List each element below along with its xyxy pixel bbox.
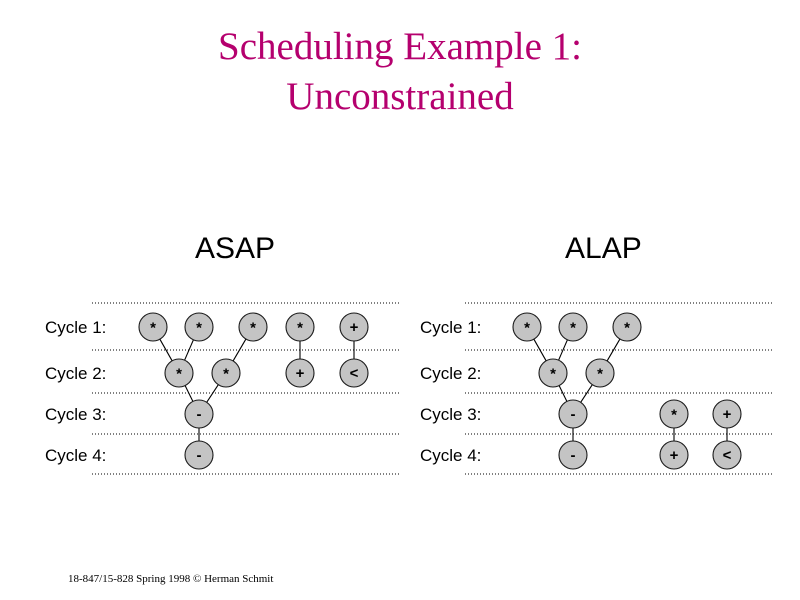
dependency-edge (533, 338, 547, 362)
operation-node-mul[interactable]: * (238, 312, 268, 342)
cycle-label-alap-1: Cycle 1: (420, 318, 482, 337)
operation-node-mul[interactable]: * (659, 399, 689, 429)
node-circle (339, 312, 369, 342)
node-circle (558, 440, 588, 470)
operation-node-mul[interactable]: * (211, 358, 241, 388)
node-circle (712, 440, 742, 470)
operation-node-sub[interactable]: - (558, 440, 588, 470)
node-operator-label: - (571, 447, 576, 464)
node-circle (138, 312, 168, 342)
node-circle (558, 399, 588, 429)
dependency-edge (184, 385, 194, 402)
node-operator-label: * (550, 366, 556, 383)
node-circle (184, 440, 214, 470)
node-circle (184, 312, 214, 342)
node-operator-label: * (624, 320, 630, 337)
dependency-edge (232, 338, 247, 362)
node-operator-label: - (197, 447, 202, 464)
operation-node-sub[interactable]: - (558, 399, 588, 429)
node-operator-label: * (176, 366, 182, 383)
cycle-label-alap-4: Cycle 4: (420, 446, 482, 465)
title-line-2: Unconstrained (286, 75, 514, 118)
operation-node-mul[interactable]: * (512, 312, 542, 342)
node-circle (211, 358, 241, 388)
node-circle (512, 312, 542, 342)
node-circle (712, 399, 742, 429)
operation-node-add[interactable]: + (659, 440, 689, 470)
node-operator-label: + (296, 365, 305, 382)
node-operator-label: - (197, 406, 202, 423)
node-operator-label: * (196, 320, 202, 337)
node-operator-label: * (297, 320, 303, 337)
node-operator-label: + (723, 406, 732, 423)
asap-panel-heading: ASAP (195, 232, 276, 265)
dependency-edge (558, 385, 568, 402)
footer-credit: 18-847/15-828 Spring 1998 © Herman Schmi… (68, 573, 274, 585)
cycle-label-asap-4: Cycle 4: (45, 446, 107, 465)
node-operator-label: * (570, 320, 576, 337)
dependency-edge (206, 384, 219, 403)
dependency-edge (184, 339, 194, 361)
node-circle (285, 358, 315, 388)
operation-node-cmp[interactable]: < (712, 440, 742, 470)
node-circle (238, 312, 268, 342)
cycle-label-asap-1: Cycle 1: (45, 318, 107, 337)
node-circle (558, 312, 588, 342)
operation-node-add[interactable]: + (712, 399, 742, 429)
operation-node-mul[interactable]: * (612, 312, 642, 342)
cycle-label-alap-2: Cycle 2: (420, 364, 482, 383)
operation-node-cmp[interactable]: < (339, 358, 369, 388)
page-title: Scheduling Example 1: Unconstrained (0, 22, 800, 122)
node-circle (339, 358, 369, 388)
alap-panel-heading: ALAP (565, 232, 642, 265)
node-operator-label: < (350, 365, 359, 382)
operation-node-mul[interactable]: * (285, 312, 315, 342)
node-operator-label: - (571, 406, 576, 423)
node-operator-label: * (250, 320, 256, 337)
node-circle (184, 399, 214, 429)
dependency-edge (580, 384, 593, 403)
node-operator-label: + (350, 319, 359, 336)
operation-node-add[interactable]: + (285, 358, 315, 388)
operation-node-mul[interactable]: * (164, 358, 194, 388)
node-operator-label: * (597, 366, 603, 383)
node-circle (659, 399, 689, 429)
cycle-label-asap-2: Cycle 2: (45, 364, 107, 383)
operation-node-sub[interactable]: - (184, 440, 214, 470)
cycle-label-asap-3: Cycle 3: (45, 405, 107, 424)
dependency-edge (159, 338, 173, 362)
node-operator-label: * (524, 320, 530, 337)
node-circle (164, 358, 194, 388)
node-operator-label: * (150, 320, 156, 337)
operation-node-sub[interactable]: - (184, 399, 214, 429)
node-operator-label: * (223, 366, 229, 383)
node-circle (659, 440, 689, 470)
node-operator-label: + (670, 447, 679, 464)
operation-node-mul[interactable]: * (138, 312, 168, 342)
cycle-label-alap-3: Cycle 3: (420, 405, 482, 424)
title-line-1: Scheduling Example 1: (218, 25, 582, 68)
dependency-edge (558, 339, 568, 361)
dependency-edge (606, 338, 621, 362)
operation-node-mul[interactable]: * (558, 312, 588, 342)
node-circle (612, 312, 642, 342)
node-circle (538, 358, 568, 388)
operation-node-mul[interactable]: * (184, 312, 214, 342)
operation-node-mul[interactable]: * (538, 358, 568, 388)
node-circle (285, 312, 315, 342)
node-operator-label: < (723, 447, 732, 464)
operation-node-mul[interactable]: * (585, 358, 615, 388)
node-operator-label: * (671, 407, 677, 424)
operation-node-add[interactable]: + (339, 312, 369, 342)
node-circle (585, 358, 615, 388)
